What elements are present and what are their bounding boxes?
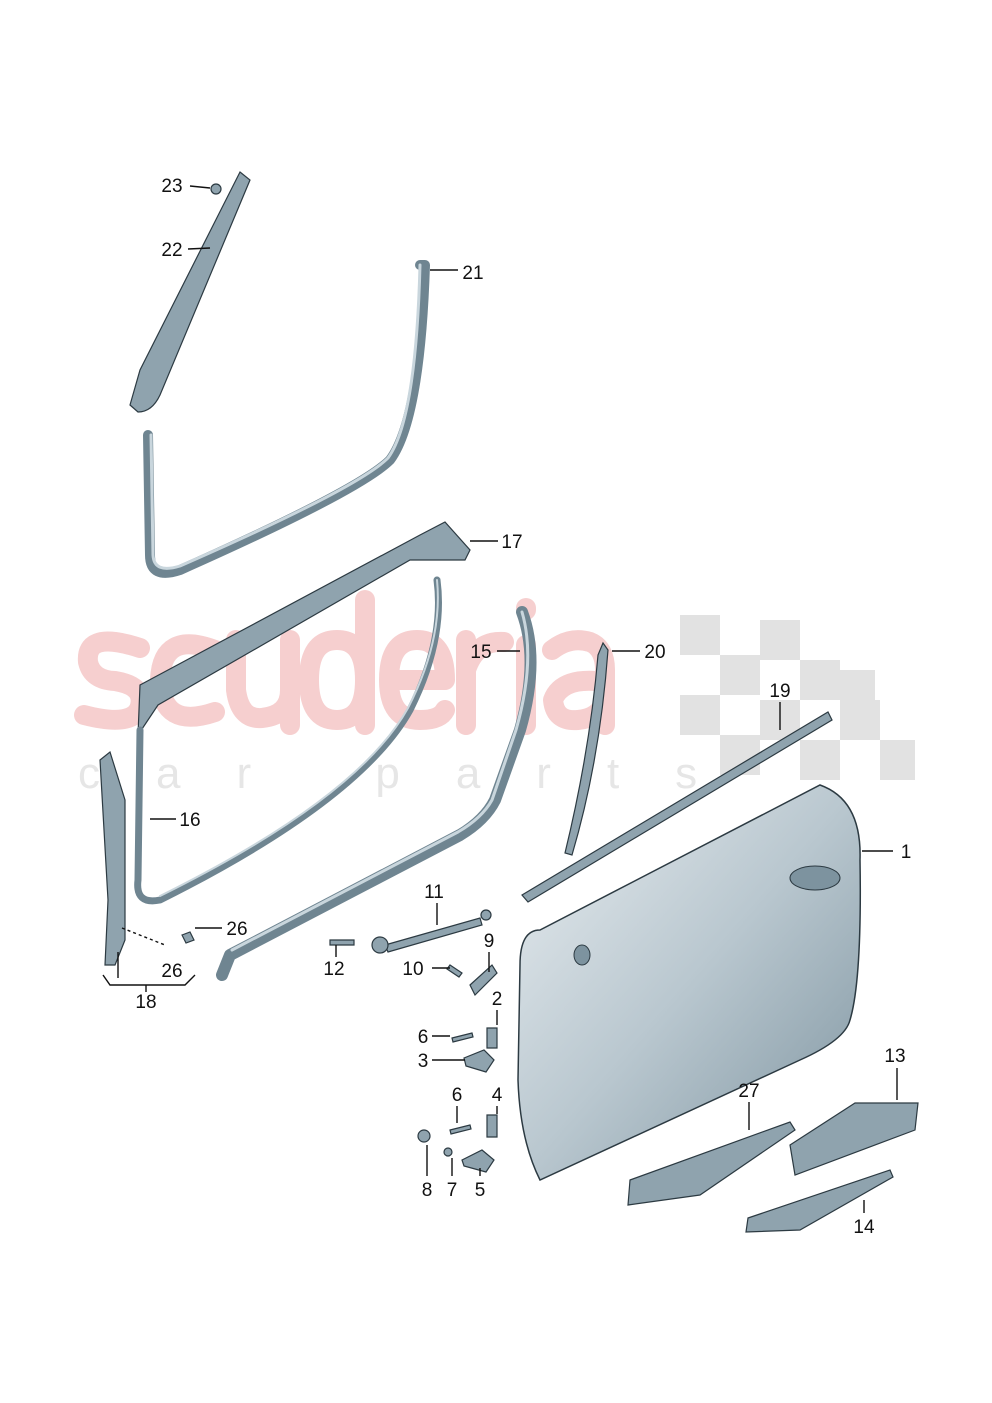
callout-14: 14 — [853, 1217, 875, 1238]
part-10-bolt — [446, 964, 463, 978]
callout-3: 3 — [418, 1051, 429, 1072]
part-17-window-channel — [137, 521, 471, 738]
callout-9: 9 — [484, 931, 495, 952]
callout-17: 17 — [501, 532, 522, 553]
callout-4: 4 — [492, 1085, 503, 1106]
callout-19: 19 — [769, 681, 790, 702]
part-19-belt-molding — [521, 711, 833, 903]
part-1-door-panel — [517, 784, 862, 1181]
door-lock-recess — [573, 944, 591, 966]
callout-13: 13 — [884, 1046, 905, 1067]
callout-2: 2 — [492, 989, 503, 1010]
callout-6: 6 — [418, 1027, 429, 1048]
door-handle-recess — [789, 865, 841, 891]
small-hardware — [329, 939, 498, 1173]
callout-labels: 1 2 3 4 5 6 6 7 8 9 10 11 12 13 14 15 16… — [135, 176, 911, 1238]
part-26-clip — [181, 931, 195, 944]
callout-7: 7 — [447, 1180, 458, 1201]
part-22-pillar-trim — [129, 171, 251, 413]
leader-lines — [102, 185, 898, 1213]
part-7-washer — [443, 1147, 453, 1157]
part-23-clip — [210, 183, 222, 195]
callout-6: 6 — [452, 1085, 463, 1106]
part-20-window-strip — [564, 641, 609, 856]
part-21-frame-seal — [143, 260, 430, 578]
callout-21: 21 — [462, 263, 483, 284]
callout-18: 18 — [135, 992, 156, 1013]
part-14-insulation — [745, 1169, 894, 1233]
part-18-pillar-trim — [99, 750, 126, 966]
callout-10: 10 — [402, 959, 423, 980]
callout-11: 11 — [424, 882, 444, 903]
callout-26: 26 — [161, 961, 182, 982]
part-8-bolt — [417, 1129, 431, 1143]
part-13-insulation — [789, 1102, 919, 1176]
part-3-hinge — [463, 1049, 495, 1073]
part-4-hinge — [486, 1114, 498, 1138]
callout-1: 1 — [901, 842, 912, 863]
callout-12: 12 — [323, 959, 344, 980]
part-16-inner-seal — [134, 576, 442, 905]
callout-27: 27 — [738, 1081, 759, 1102]
watermark-tagline: car parts — [78, 749, 753, 798]
callout-16: 16 — [179, 810, 200, 831]
callout-26: 26 — [226, 919, 247, 940]
part-12-bolt — [329, 939, 355, 946]
callout-8: 8 — [422, 1180, 433, 1201]
part-27-insulation — [627, 1121, 796, 1206]
part-5-hinge — [461, 1149, 495, 1173]
part-2-hinge — [486, 1027, 498, 1049]
part-9-bracket — [469, 964, 498, 997]
callout-23: 23 — [161, 176, 182, 197]
callout-15: 15 — [470, 642, 491, 663]
part-6-screw-2 — [449, 1124, 472, 1135]
callout-22: 22 — [161, 240, 182, 261]
part-6-screw — [451, 1032, 474, 1043]
callout-20: 20 — [644, 642, 665, 663]
part-11-door-strut — [384, 917, 483, 953]
part-15-sill-seal — [216, 606, 537, 981]
callout-5: 5 — [475, 1180, 486, 1201]
